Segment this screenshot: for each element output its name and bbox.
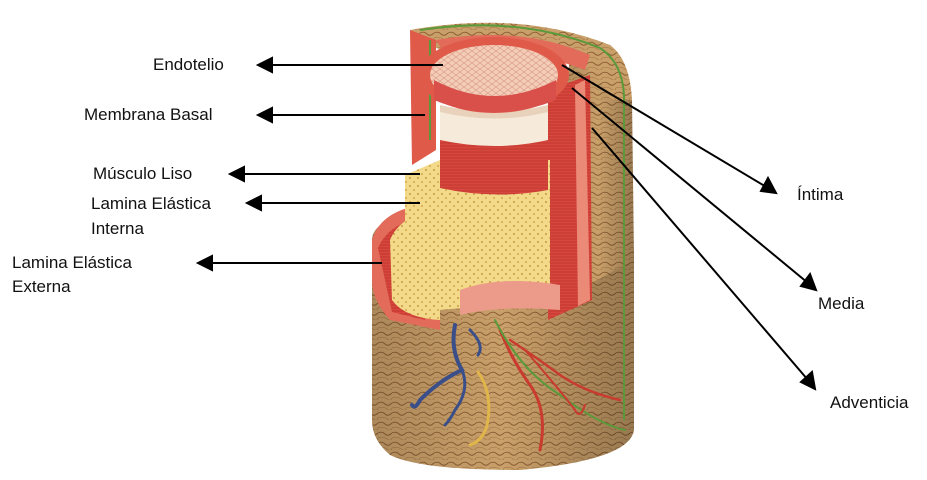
- label-membrana-basal: Membrana Basal: [84, 104, 213, 125]
- label-musculo-liso: Músculo Liso: [93, 163, 192, 184]
- label-lamina-externa-2: Externa: [12, 276, 71, 297]
- label-lamina-externa-1: Lamina Elástica: [12, 252, 132, 273]
- label-media: Media: [818, 293, 864, 314]
- label-lamina-interna-2: Interna: [91, 218, 144, 239]
- label-endotelio: Endotelio: [153, 54, 224, 75]
- label-intima: Íntima: [797, 184, 843, 205]
- label-adventicia: Adventicia: [830, 392, 908, 413]
- endothelium: [419, 37, 569, 113]
- label-lamina-interna-1: Lamina Elástica: [91, 193, 211, 214]
